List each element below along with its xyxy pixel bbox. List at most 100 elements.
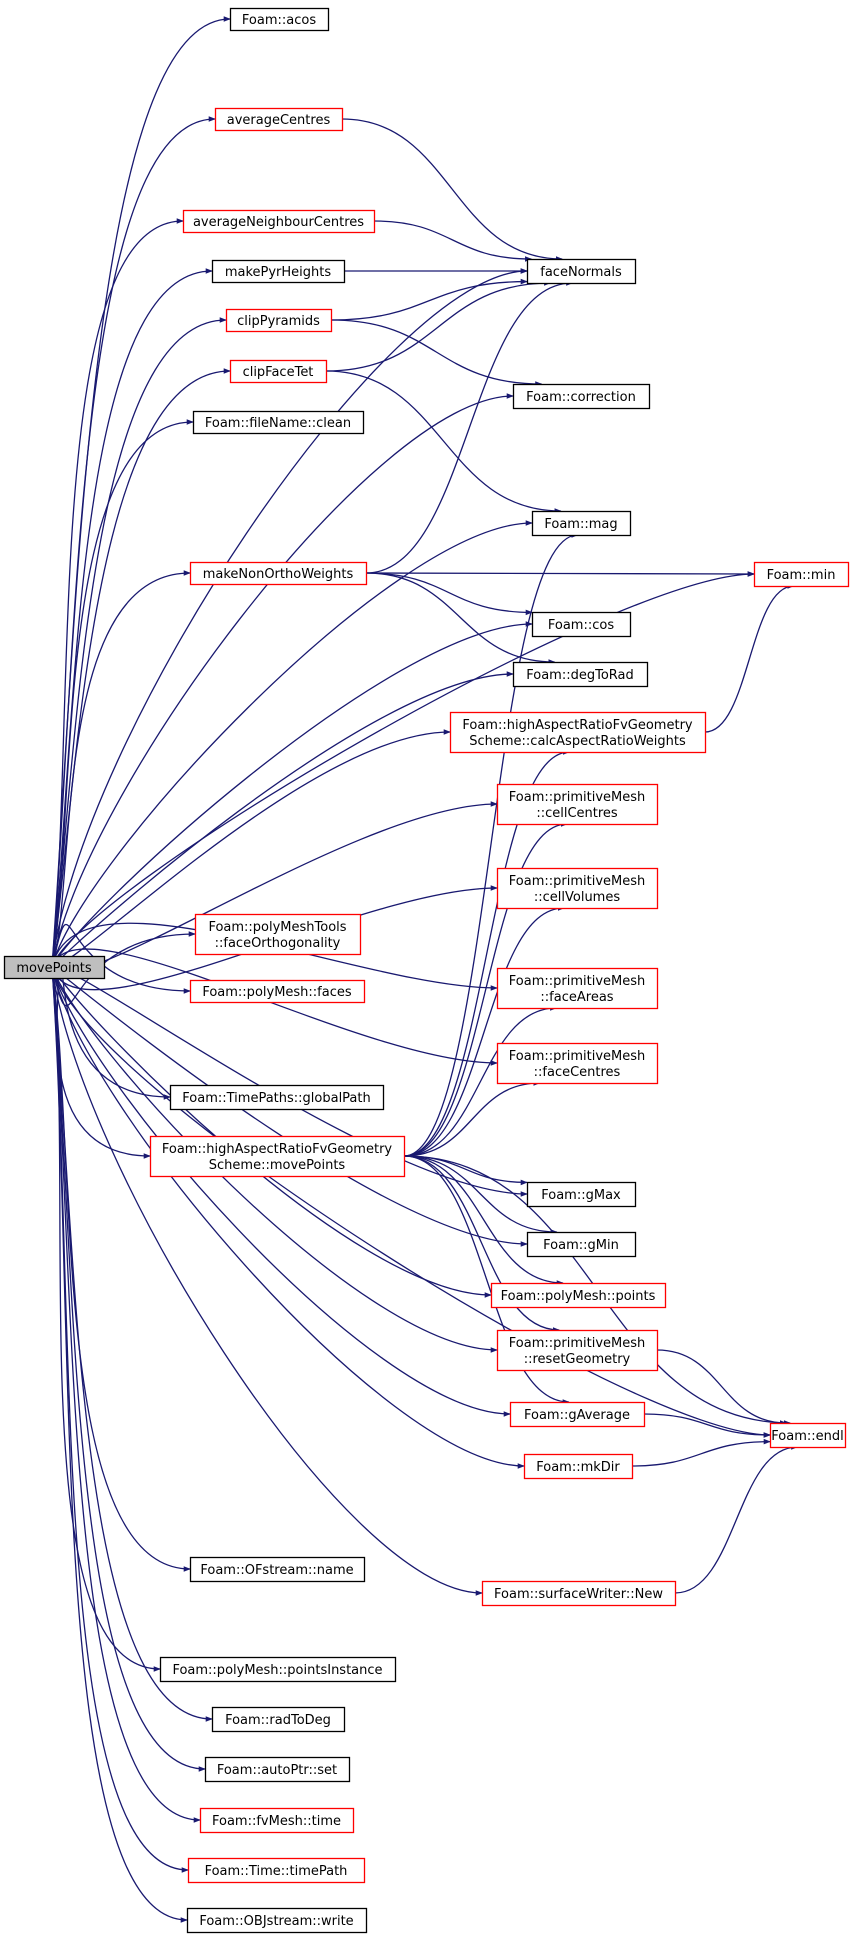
node-box: [189, 979, 366, 1004]
node-endl[interactable]: Foam::endl: [769, 1422, 847, 1449]
node-label: Foam::acos: [242, 13, 316, 28]
edge-hmovepoints-to-points: [403, 1155, 564, 1286]
node-points[interactable]: Foam::polyMesh::points: [490, 1282, 667, 1309]
node-label: Foam::OFstream::name: [200, 1563, 353, 1578]
node-label: Foam::mkDir: [536, 1460, 620, 1475]
node-box: [214, 107, 344, 132]
edge-root-to-degtorad: [51, 671, 514, 968]
edge-averageneighbourcentres-to-facenormals: [373, 220, 533, 262]
node-box: [186, 1907, 368, 1934]
node-resetgeometry[interactable]: Foam::primitiveMesh::resetGeometry: [496, 1329, 659, 1372]
edge-root-to-makenonorthoweights: [51, 570, 191, 968]
edge-averagecentres-to-facenormals: [341, 118, 563, 262]
node-label: Foam::primitiveMesh: [509, 1336, 645, 1351]
edge-root-to-clean: [51, 419, 194, 968]
node-cos[interactable]: Foam::cos: [531, 611, 632, 638]
node-box: [149, 1135, 406, 1178]
node-mag[interactable]: Foam::mag: [531, 510, 632, 537]
node-timepath[interactable]: Foam::Time::timePath: [187, 1857, 366, 1884]
node-cellvolumes[interactable]: Foam::primitiveMesh::cellVolumes: [496, 867, 659, 910]
edge-root-to-points: [51, 966, 492, 1298]
node-label: Foam::fileName::clean: [205, 416, 351, 431]
node-label: ::faceCentres: [534, 1065, 621, 1080]
node-correction[interactable]: Foam::correction: [512, 383, 651, 410]
node-label: Foam::primitiveMesh: [509, 974, 645, 989]
edge-root-to-swnew: [51, 966, 483, 1596]
node-label: Foam::Time::timePath: [205, 1864, 348, 1879]
node-box: [526, 258, 637, 285]
node-averageneighbourcentres[interactable]: averageNeighbourCentres: [182, 209, 376, 234]
node-ofname[interactable]: Foam::OFstream::name: [189, 1556, 366, 1583]
node-gmax[interactable]: Foam::gMax: [526, 1181, 637, 1208]
node-clippyramids[interactable]: clipPyramids: [225, 308, 333, 333]
node-label: ::faceAreas: [540, 990, 613, 1005]
node-box: [225, 308, 333, 333]
node-gaverage[interactable]: Foam::gAverage: [509, 1401, 646, 1428]
node-box: [531, 611, 632, 638]
node-hmovepoints[interactable]: Foam::highAspectRatioFvGeometryScheme::m…: [149, 1135, 406, 1178]
node-label: Foam::correction: [526, 390, 636, 405]
node-box: [490, 1282, 667, 1309]
node-box: [189, 561, 368, 586]
node-autoset[interactable]: Foam::autoPtr::set: [204, 1756, 351, 1783]
node-gmin[interactable]: Foam::gMin: [526, 1231, 637, 1258]
node-averagecentres[interactable]: averageCentres: [214, 107, 344, 132]
edge-hmovepoints-to-mag: [403, 532, 579, 1157]
edge-hmovepoints-to-faceareas: [403, 1005, 558, 1157]
node-box: [496, 967, 659, 1010]
node-facenormals[interactable]: faceNormals: [526, 258, 637, 285]
edge-makenonorthoweights-to-degtorad: [365, 572, 556, 665]
node-label: Foam::gMin: [543, 1238, 619, 1253]
edge-root-to-gmin: [51, 966, 528, 1247]
node-box: [512, 383, 651, 410]
edge-root-to-clipfacetet: [51, 368, 231, 968]
node-faceortho[interactable]: Foam::polyMeshTools::faceOrthogonality: [194, 913, 362, 956]
node-box: [512, 661, 649, 688]
node-acos[interactable]: Foam::acos: [229, 7, 330, 32]
edge-root-to-min: [51, 571, 755, 968]
node-box: [159, 1656, 397, 1683]
node-clean[interactable]: Foam::fileName::clean: [192, 410, 365, 435]
node-fvtime[interactable]: Foam::fvMesh::time: [199, 1807, 355, 1834]
edge-gaverage-to-endl: [643, 1413, 771, 1438]
edge-makenonorthoweights-to-facenormals: [365, 280, 574, 574]
node-calcaspect[interactable]: Foam::highAspectRatioFvGeometryScheme::c…: [449, 711, 707, 754]
edge-root-to-cellvolumes: [51, 885, 498, 991]
node-faceareas[interactable]: Foam::primitiveMesh::faceAreas: [496, 967, 659, 1010]
node-makenonorthoweights[interactable]: makeNonOrthoWeights: [189, 561, 368, 586]
node-label: Foam::polyMesh::pointsInstance: [172, 1663, 382, 1678]
edge-root-to-timepath: [51, 966, 189, 1873]
node-label: ::resetGeometry: [524, 1352, 631, 1367]
node-swnew[interactable]: Foam::surfaceWriter::New: [481, 1580, 677, 1607]
node-layer: movePointsFoam::acosaverageCentresaverag…: [3, 7, 850, 1934]
edge-clippyramids-to-facenormals: [330, 278, 528, 321]
node-box: [481, 1580, 677, 1607]
node-globalpath[interactable]: Foam::TimePaths::globalPath: [169, 1084, 385, 1111]
edge-root-to-mag: [51, 520, 533, 968]
node-objwrite[interactable]: Foam::OBJstream::write: [186, 1907, 368, 1934]
node-box: [753, 561, 850, 588]
edge-makenonorthoweights-to-min: [365, 571, 755, 577]
node-degtorad[interactable]: Foam::degToRad: [512, 661, 649, 688]
node-clipfacetet[interactable]: clipFaceTet: [229, 359, 328, 384]
node-mkdir[interactable]: Foam::mkDir: [523, 1453, 634, 1480]
node-makepyrheights[interactable]: makePyrHeights: [211, 259, 346, 284]
node-cellcentres[interactable]: Foam::primitiveMesh::cellCentres: [496, 783, 659, 826]
node-facecentres[interactable]: Foam::primitiveMesh::faceCentres: [496, 1042, 659, 1085]
node-label: Scheme::movePoints: [209, 1158, 346, 1173]
node-faces[interactable]: Foam::polyMesh::faces: [189, 979, 366, 1004]
edge-root-to-averagecentres: [51, 116, 216, 968]
edge-clipfacetet-to-facenormals: [325, 280, 552, 372]
node-radtodeg[interactable]: Foam::radToDeg: [211, 1706, 346, 1733]
edge-root-to-pointsinstance: [51, 966, 161, 1672]
node-box: [204, 1756, 351, 1783]
node-box: [496, 867, 659, 910]
node-box: [169, 1084, 385, 1111]
edge-swnew-to-endl: [674, 1444, 799, 1594]
edge-hmovepoints-to-calcaspect: [403, 749, 571, 1157]
node-pointsinstance[interactable]: Foam::polyMesh::pointsInstance: [159, 1656, 397, 1683]
node-label: Foam::gMax: [541, 1188, 621, 1203]
node-min[interactable]: Foam::min: [753, 561, 850, 588]
node-box: [211, 259, 346, 284]
node-box: [182, 209, 376, 234]
